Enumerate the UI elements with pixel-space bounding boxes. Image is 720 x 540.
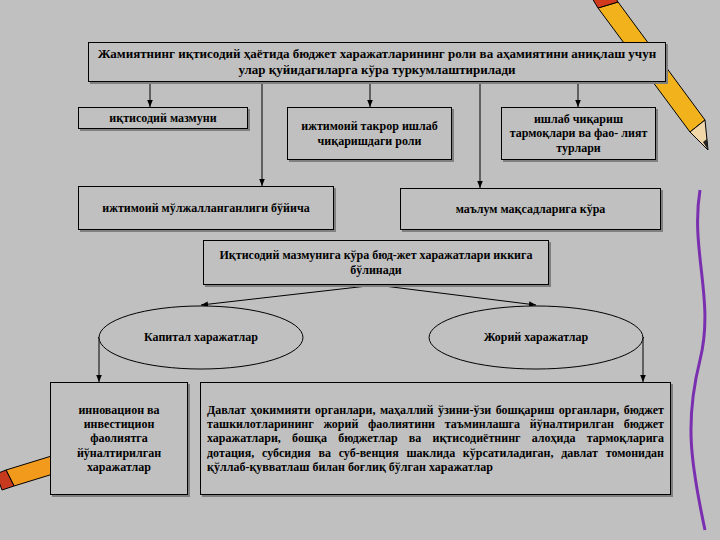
box-text: маълум мақсадларига кўра bbox=[456, 202, 606, 216]
arrow-connector bbox=[150, 82, 151, 107]
expense-ellipse: Капитал харажатлар bbox=[98, 305, 304, 370]
box-text: ишлаб чиқариш тармоқлари ва фао- лият ту… bbox=[508, 112, 649, 155]
box-text: инновацион ва инвестицион фаолиятга йўна… bbox=[57, 403, 181, 475]
box-text: Давлат ҳокимияти органлари, маҳаллий ўзи… bbox=[207, 403, 664, 475]
arrow-connector bbox=[262, 82, 263, 186]
box-text: ижтимоий такрор ишлаб чиқаришдаги роли bbox=[294, 119, 445, 148]
squiggle-right bbox=[691, 190, 705, 530]
category-box: Жамиятнинг иқтисодий ҳаётида бюджет хара… bbox=[88, 42, 666, 82]
arrow-connector bbox=[201, 285, 376, 305]
box-text: иқтисодий мазмуни bbox=[109, 111, 216, 125]
box-text: Жорий харажатлар bbox=[484, 330, 588, 344]
arrow-connector bbox=[480, 82, 481, 188]
box-text: Иқтисодий мазмунига кўра бюд-жет харажат… bbox=[210, 248, 542, 277]
arrow-connector bbox=[98, 338, 99, 383]
arrow-connector bbox=[643, 338, 644, 383]
category-box: ижтимоий такрор ишлаб чиқаришдаги роли bbox=[287, 107, 452, 160]
category-box: Давлат ҳокимияти органлари, маҳаллий ўзи… bbox=[200, 382, 671, 495]
box-text: ижтимоий мўлжалланганлиги бўйича bbox=[102, 201, 309, 215]
category-box: ижтимоий мўлжалланганлиги бўйича bbox=[78, 186, 334, 230]
category-box: инновацион ва инвестицион фаолиятга йўна… bbox=[50, 382, 188, 495]
category-box: иқтисодий мазмуни bbox=[78, 107, 248, 129]
arrow-connector bbox=[370, 82, 371, 107]
category-box: маълум мақсадларига кўра bbox=[400, 188, 661, 230]
category-box: Иқтисодий мазмунига кўра бюд-жет харажат… bbox=[203, 240, 549, 285]
category-box: ишлаб чиқариш тармоқлари ва фао- лият ту… bbox=[501, 107, 656, 160]
arrow-connector bbox=[578, 82, 579, 107]
box-text: Капитал харажатлар bbox=[144, 330, 258, 344]
expense-ellipse: Жорий харажатлар bbox=[428, 305, 644, 370]
box-text: Жамиятнинг иқтисодий ҳаётида бюджет хара… bbox=[95, 46, 659, 77]
arrow-connector bbox=[376, 285, 536, 305]
